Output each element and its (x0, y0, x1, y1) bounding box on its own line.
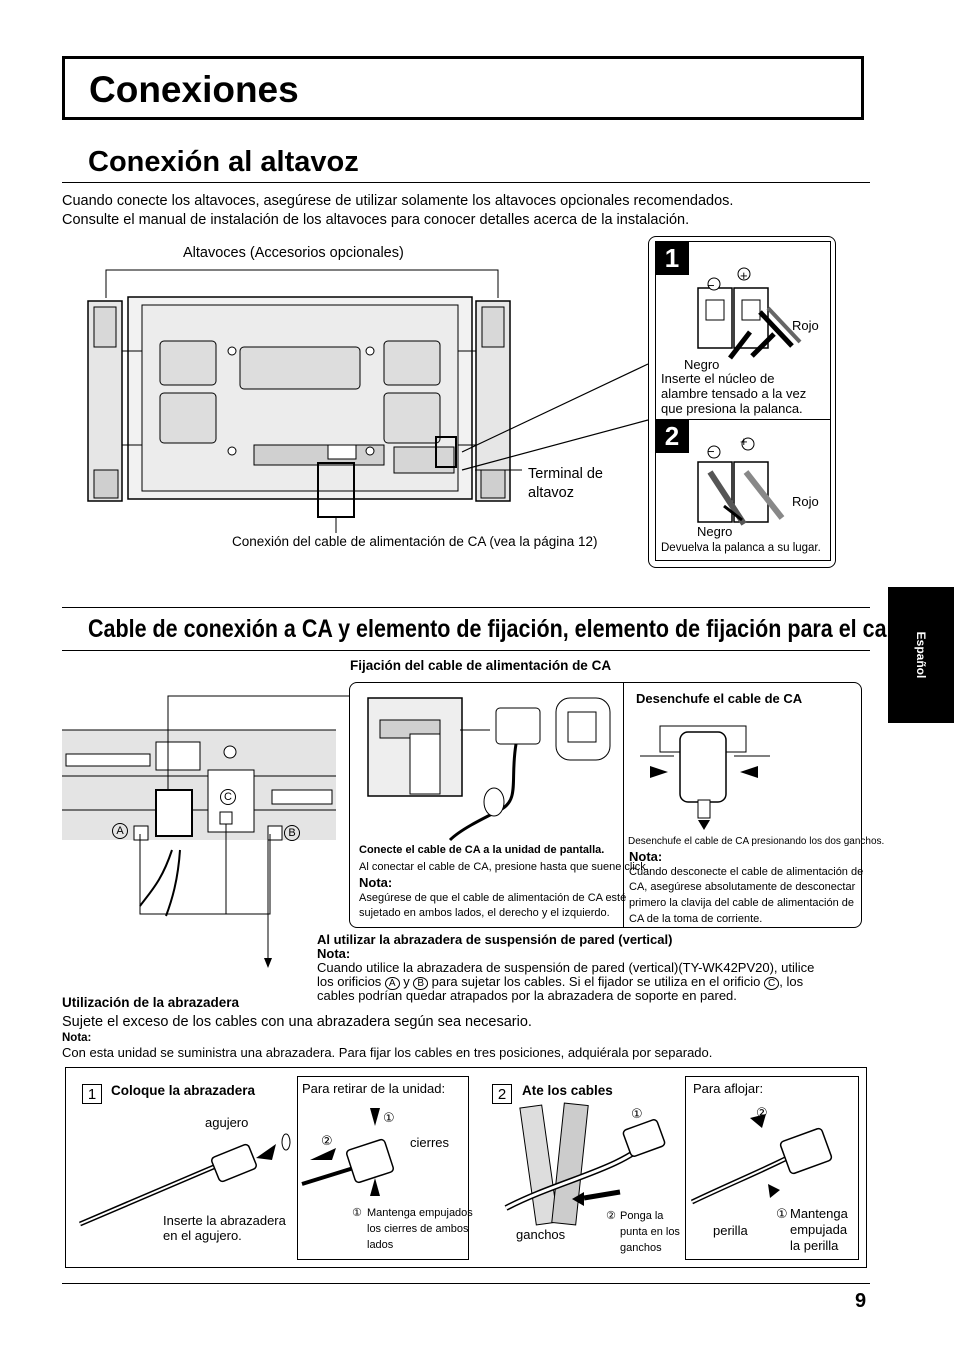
box-1-title: Coloque la abrazadera (111, 1083, 256, 1098)
label-terminal-1: Terminal de (528, 466, 603, 482)
clamp-note: Con esta unidad se suministra una abraza… (62, 1045, 713, 1060)
loosen-c1: ① (776, 1206, 788, 1221)
box-1-insert-1: Inserte la abrazadera (163, 1213, 286, 1228)
step-1-text-2: alambre tensado a la vez (661, 386, 807, 401)
right-text: Desenchufe el cable de CA presionando lo… (628, 836, 885, 847)
box-1-insert-2: en el agujero. (163, 1228, 242, 1243)
clamp-text: Sujete el exceso de los cables con una a… (62, 1014, 532, 1030)
clamp-nota: Nota: (62, 1032, 92, 1044)
loosen-perilla: perilla (713, 1223, 748, 1238)
step-1-negro: Negro (684, 357, 720, 372)
page-title: Conexiones (89, 69, 299, 110)
wall-text-1: Cuando utilice la abrazadera de suspensi… (317, 960, 815, 975)
left-note-2: sujetado en ambos lados, el derecho y el… (359, 907, 610, 919)
step-2-minus: − (707, 444, 715, 459)
intro-line-2: Consulte el manual de instalación de los… (62, 212, 690, 228)
remove-hold-2: los cierres de ambos (367, 1223, 469, 1235)
wall-title: Al utilizar la abrazadera de suspensión … (317, 932, 673, 947)
box-2-number: 2 (492, 1084, 512, 1104)
wall-text-3: cables podrían quedar atrapados por la a… (317, 988, 737, 1003)
step-1-text-3: que presiona la palanca. (661, 401, 803, 416)
section-heading-speaker: Conexión al altavoz (88, 146, 359, 178)
fixing-title: Fijación del cable de alimentación de CA (350, 658, 612, 673)
clamp-title: Utilización de la abrazadera (62, 995, 240, 1010)
step-1-number: 1 (655, 241, 689, 275)
tie-c2: ② (606, 1210, 616, 1222)
tie-ganchos: ganchos (516, 1227, 566, 1242)
tv-back-illustration (87, 296, 511, 533)
clamp-insert-drawing (79, 1133, 291, 1227)
step-2-terminal-drawing (697, 437, 785, 526)
unit-bottom-illustration (62, 695, 350, 968)
remove-hold-3: lados (367, 1239, 394, 1251)
remove-c1-marker: ① (352, 1207, 362, 1219)
loosen-hold-1: Mantenga (790, 1206, 848, 1221)
box-1-agujero: agujero (205, 1115, 249, 1130)
right-note-3: primero la clavija del cable de alimenta… (629, 897, 855, 909)
page-title-box: Conexiones (62, 56, 864, 120)
step-1-text-1: Inserte el núcleo de (661, 371, 775, 386)
right-title: Desenchufe el cable de CA (636, 691, 803, 706)
language-tab[interactable]: Español (888, 587, 954, 723)
label-speakers: Altavoces (Accesorios opcionales) (183, 245, 404, 261)
left-note-1: Asegúrese de que el cable de alimentació… (359, 892, 627, 904)
marker-b: B (284, 825, 300, 841)
wall-text-2: los orificios A y B para sujetar los cab… (317, 974, 804, 990)
step-2-number: 2 (655, 419, 689, 453)
loosen-hold-2: empujada (790, 1222, 848, 1237)
remove-hold-1: Mantenga empujados (367, 1207, 473, 1219)
step-1-minus: − (707, 278, 715, 293)
remove-c2: ② (321, 1133, 333, 1148)
label-terminal-2: altavoz (528, 485, 574, 501)
intro-line-1: Cuando conecte los altavoces, asegúrese … (62, 193, 734, 209)
terminal-leader-lines (461, 363, 649, 471)
box-1-number: 1 (82, 1084, 102, 1104)
page-number: 9 (855, 1290, 867, 1312)
clamp-tie-drawing (504, 1102, 666, 1226)
loosen-subpanel (685, 1076, 859, 1260)
footer-rule (62, 1283, 870, 1284)
step-2-rojo: Rojo (792, 494, 819, 509)
tie-tip-2: punta en los (620, 1226, 680, 1238)
remove-c1: ① (383, 1110, 395, 1125)
speaker-leader-lines (105, 269, 499, 298)
section2-top-rule (62, 607, 870, 608)
marker-a: A (112, 823, 128, 839)
loosen-c2: ② (756, 1105, 768, 1120)
step-1-terminal-drawing (697, 267, 802, 360)
wall-nota: Nota: (317, 946, 351, 961)
box-2-title: Ate los cables (522, 1083, 613, 1098)
ac-fixing-divider (623, 683, 624, 927)
step-1-rojo: Rojo (792, 318, 819, 333)
loosen-hold-3: la perilla (790, 1238, 839, 1253)
label-ac-power: Conexión del cable de alimentación de CA… (232, 534, 598, 549)
step-2-plus: + (740, 434, 748, 449)
right-note-4: CA de la toma de corriente. (629, 913, 763, 925)
step-1-plus: + (740, 268, 748, 283)
left-text: Al conectar el cable de CA, presione has… (359, 861, 649, 873)
remove-title: Para retirar de la unidad: (302, 1081, 446, 1096)
section-heading-ac-cable: Cable de conexión a CA y elemento de fij… (88, 615, 918, 643)
tie-c1: ① (631, 1106, 643, 1121)
remove-cierres: cierres (410, 1135, 450, 1150)
clamp-loosen-drawing (690, 1114, 833, 1205)
right-nota: Nota: (629, 849, 663, 864)
left-bold-text: Conecte el cable de CA a la unidad de pa… (359, 844, 605, 856)
tie-tip-3: ganchos (620, 1242, 662, 1254)
tie-tip-1: Ponga la (620, 1210, 664, 1222)
step-2-negro: Negro (697, 524, 733, 539)
right-note-2: CA, asegúrese absolutamente de desconect… (629, 881, 856, 893)
marker-c: C (220, 789, 236, 805)
loosen-title: Para aflojar: (693, 1081, 764, 1096)
step-2-text: Devuelva la palanca a su lugar. (661, 542, 821, 554)
right-note-1: Cuando desconecte el cable de alimentaci… (629, 866, 864, 878)
clamp-remove-drawing (301, 1108, 394, 1196)
section2-bottom-rule (62, 650, 870, 651)
ac-connect-drawing (367, 697, 611, 842)
section-rule (62, 182, 870, 183)
left-nota: Nota: (359, 875, 393, 890)
ac-unplug-drawing (640, 725, 770, 830)
